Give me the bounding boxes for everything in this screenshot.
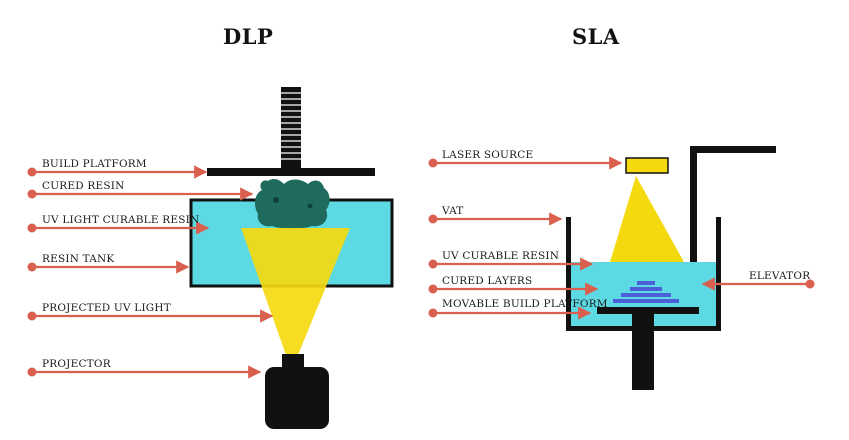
label-laser-source: LASER SOURCE xyxy=(442,149,534,161)
label-projector: PROJECTOR xyxy=(42,358,111,370)
dlp-build-platform xyxy=(207,168,375,176)
sla-laser-source xyxy=(625,157,669,174)
dlp-arrows xyxy=(32,165,274,379)
label-cured-resin: CURED RESIN xyxy=(42,180,125,192)
label-projected-uv-light: PROJECTED UV LIGHT xyxy=(42,302,171,314)
label-elevator: ELEVATOR xyxy=(749,270,811,282)
dlp-projector xyxy=(265,354,329,429)
dlp-diagram xyxy=(189,87,394,429)
dlp-arrow-dots xyxy=(27,167,37,377)
label-build-platform: BUILD PLATFORM xyxy=(42,158,147,170)
label-uv-curable-resin: UV CURABLE RESIN xyxy=(442,250,560,262)
dlp-uv-light-cone xyxy=(241,228,350,355)
label-vat: VAT xyxy=(442,205,464,217)
sla-movable-build-platform xyxy=(597,307,699,314)
sla-title: SLA xyxy=(572,24,620,49)
dlp-lead-screw xyxy=(281,87,301,169)
sla-laser-beam xyxy=(610,176,684,262)
sla-cured-layers xyxy=(613,281,679,303)
label-movable-build-platform: MOVABLE BUILD PLATFORM xyxy=(442,298,608,310)
sla-elevator-shaft xyxy=(632,314,654,390)
sla-diagram xyxy=(566,146,776,390)
label-cured-layers: CURED LAYERS xyxy=(442,275,533,287)
sla-arrows xyxy=(433,156,810,320)
dlp-cured-resin-part xyxy=(254,179,330,229)
dlp-title: DLP xyxy=(223,24,274,49)
label-uv-light-curable-resin: UV LIGHT CURABLE RESIN xyxy=(42,214,200,226)
label-resin-tank: RESIN TANK xyxy=(42,253,115,265)
sla-arrow-dots xyxy=(428,158,815,318)
